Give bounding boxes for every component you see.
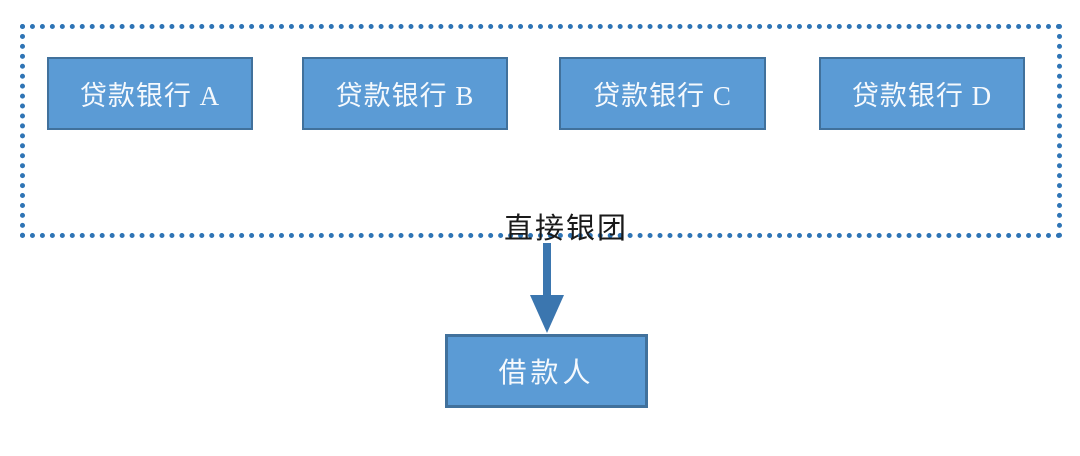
bank-box-b-label: 贷款银行 B bbox=[335, 81, 475, 111]
bank-box-b: 贷款银行 B bbox=[302, 57, 508, 130]
bank-box-c: 贷款银行 C bbox=[559, 57, 766, 130]
down-arrow-icon bbox=[530, 243, 564, 333]
borrower-box-label: 借款人 bbox=[498, 358, 595, 389]
bank-box-d: 贷款银行 D bbox=[819, 57, 1025, 130]
bank-box-d-label: 贷款银行 D bbox=[851, 81, 993, 111]
bank-box-a: 贷款银行 A bbox=[47, 57, 253, 130]
direct-syndicate-label: 直接银团 bbox=[503, 213, 628, 245]
direct-syndicate-group: 直接银团 bbox=[20, 24, 1062, 245]
borrower-box: 借款人 bbox=[445, 334, 648, 408]
bank-box-c-label: 贷款银行 C bbox=[593, 81, 732, 111]
bank-box-a-label: 贷款银行 A bbox=[79, 81, 221, 111]
